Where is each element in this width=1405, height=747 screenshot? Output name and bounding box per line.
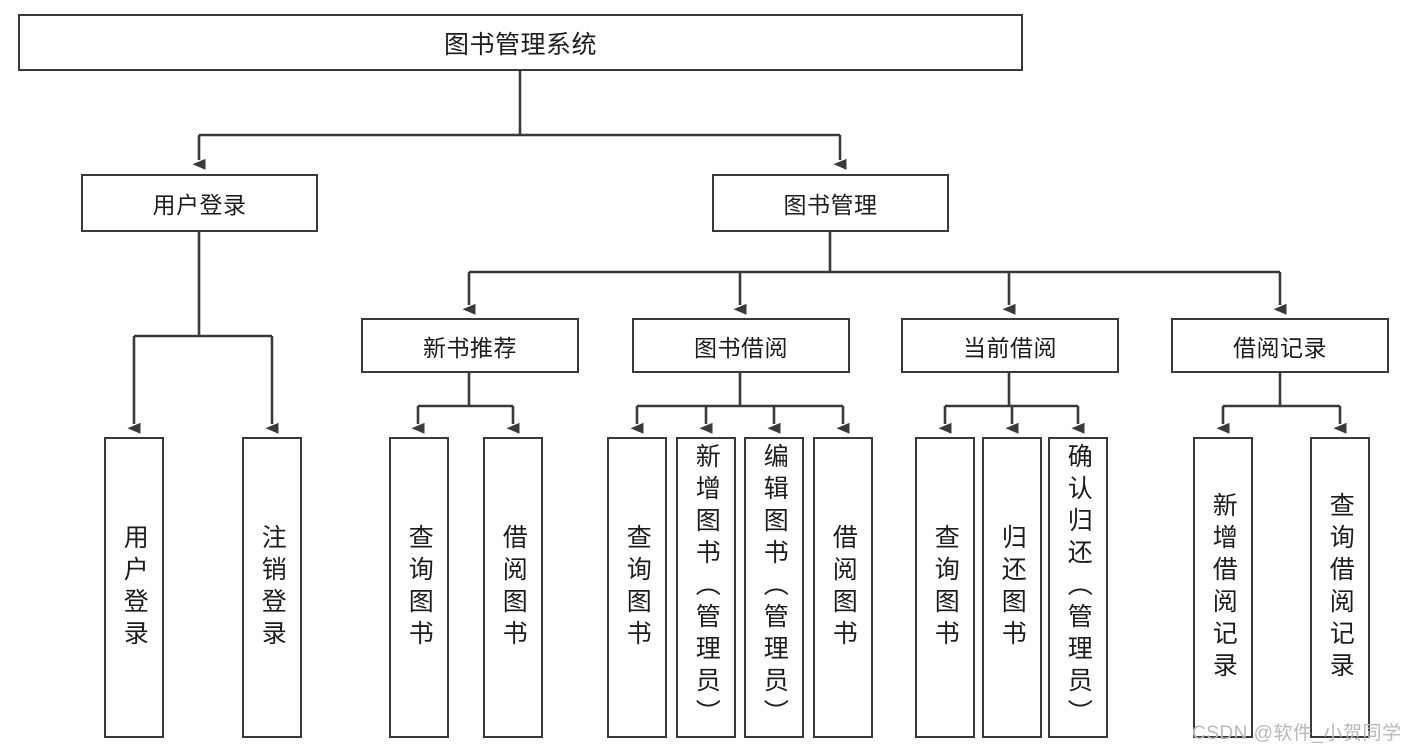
node-leaf-borrow-book-2-label: 借阅图书 — [829, 523, 858, 652]
node-leaf-borrow-book-1[interactable]: 借阅图书 — [483, 437, 543, 738]
node-root[interactable]: 图书管理系统 — [18, 14, 1023, 71]
node-leaf-query-record[interactable]: 查询借阅记录 — [1310, 437, 1370, 738]
node-leaf-add-record-label: 新增借阅记录 — [1209, 491, 1238, 684]
node-leaf-logout-label: 注销登录 — [258, 523, 287, 652]
node-new-book-rec-label: 新书推荐 — [423, 334, 517, 361]
node-leaf-query-book-3-label: 查询图书 — [931, 523, 960, 652]
node-leaf-query-book-1-label: 查询图书 — [405, 523, 434, 652]
node-leaf-query-book-1[interactable]: 查询图书 — [389, 437, 449, 738]
node-leaf-borrow-book-2[interactable]: 借阅图书 — [813, 437, 873, 738]
node-leaf-user-login-label: 用户登录 — [120, 523, 149, 652]
node-leaf-borrow-book-1-label: 借阅图书 — [499, 523, 528, 652]
node-book-manage[interactable]: 图书管理 — [712, 174, 949, 232]
node-book-manage-label: 图书管理 — [783, 192, 878, 218]
node-borrow-record[interactable]: 借阅记录 — [1171, 318, 1389, 373]
node-leaf-query-book-2-label: 查询图书 — [623, 523, 652, 652]
node-root-label: 图书管理系统 — [443, 30, 597, 59]
node-leaf-return-book-label: 归还图书 — [998, 523, 1027, 652]
node-leaf-logout[interactable]: 注销登录 — [242, 437, 302, 738]
node-user-login-label: 用户登录 — [152, 192, 247, 218]
node-leaf-edit-book-label: 编辑图书（管理员） — [760, 443, 789, 731]
node-borrow-record-label: 借阅记录 — [1233, 334, 1327, 361]
node-current-borrow-label: 当前借阅 — [963, 334, 1057, 361]
csdn-watermark: CSDN @软件_小贺同学 — [1192, 723, 1402, 744]
node-leaf-add-book-label: 新增图书（管理员） — [692, 443, 721, 731]
node-book-borrow-label: 图书借阅 — [694, 334, 788, 361]
node-leaf-query-book-2[interactable]: 查询图书 — [607, 437, 667, 738]
node-book-borrow[interactable]: 图书借阅 — [632, 318, 850, 373]
node-leaf-edit-book[interactable]: 编辑图书（管理员） — [744, 437, 804, 738]
node-current-borrow[interactable]: 当前借阅 — [901, 318, 1119, 373]
node-leaf-query-book-3[interactable]: 查询图书 — [915, 437, 975, 738]
node-leaf-add-record[interactable]: 新增借阅记录 — [1193, 437, 1253, 738]
node-leaf-user-login[interactable]: 用户登录 — [104, 437, 164, 738]
node-new-book-rec[interactable]: 新书推荐 — [361, 318, 579, 373]
node-leaf-confirm-return-label: 确认归还（管理员） — [1064, 443, 1093, 731]
node-user-login[interactable]: 用户登录 — [81, 174, 318, 232]
node-leaf-add-book[interactable]: 新增图书（管理员） — [676, 437, 736, 738]
node-leaf-query-record-label: 查询借阅记录 — [1326, 491, 1355, 684]
node-leaf-confirm-return[interactable]: 确认归还（管理员） — [1048, 437, 1108, 738]
node-leaf-return-book[interactable]: 归还图书 — [982, 437, 1042, 738]
